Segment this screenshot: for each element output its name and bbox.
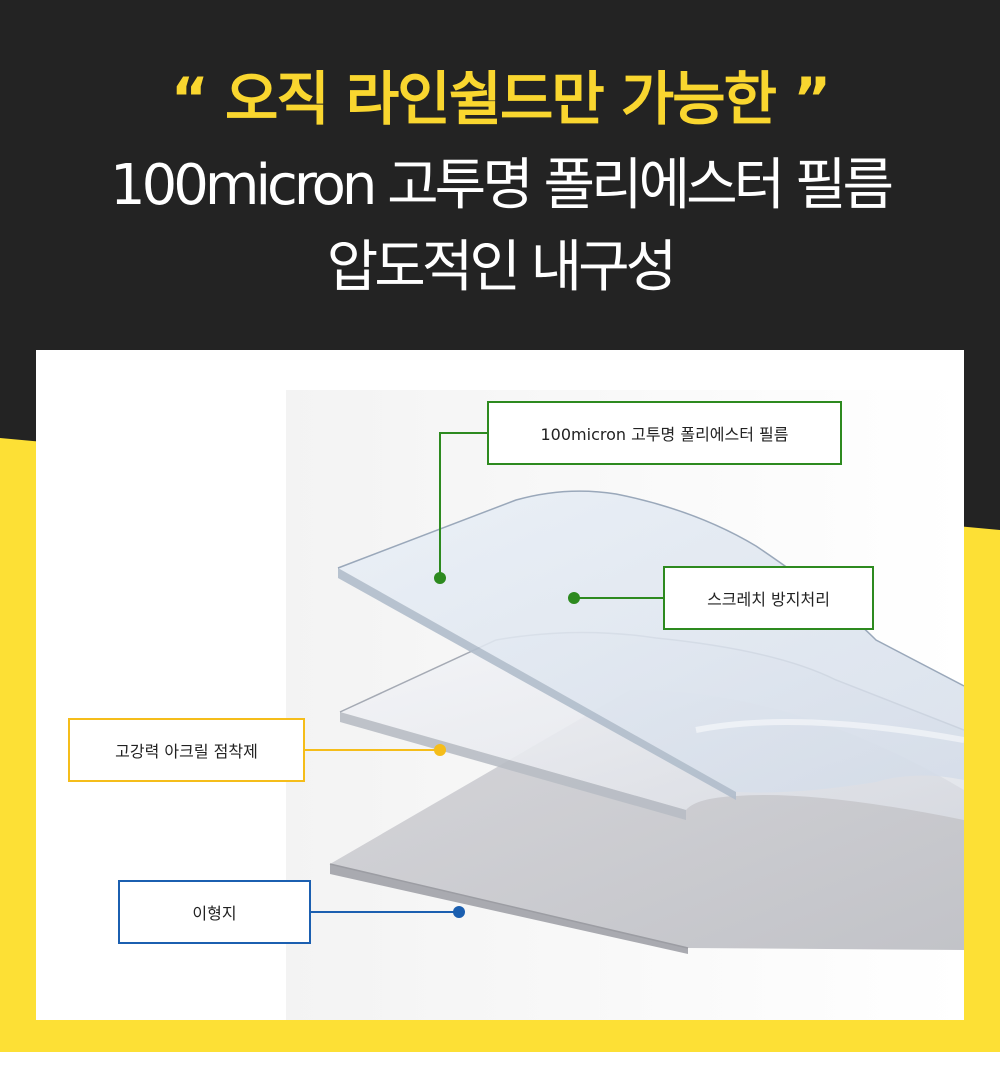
label-adhesive: 고강력 아크릴 점착제 [68,718,305,782]
headline-quote: “ 오직 라인쉴드만 가능한 ” [170,65,832,133]
layer-diagram-panel: 100micron 고투명 폴리에스터 필름 스크레치 방지처리 고강력 아크릴… [36,350,964,1020]
headline-film: 100micron 고투명 폴리에스터 필름 [110,153,894,218]
adhesive-dot [434,744,446,756]
label-scratch: 스크레치 방지처리 [663,566,874,630]
layer-diagram [286,390,964,1020]
headline-durability: 압도적인 내구성 [326,235,677,300]
film-dot [434,572,446,584]
scratch-dot [568,592,580,604]
liner-dot [453,906,465,918]
label-liner: 이형지 [118,880,311,944]
film-leader-line [439,432,488,578]
label-film: 100micron 고투명 폴리에스터 필름 [487,401,842,465]
